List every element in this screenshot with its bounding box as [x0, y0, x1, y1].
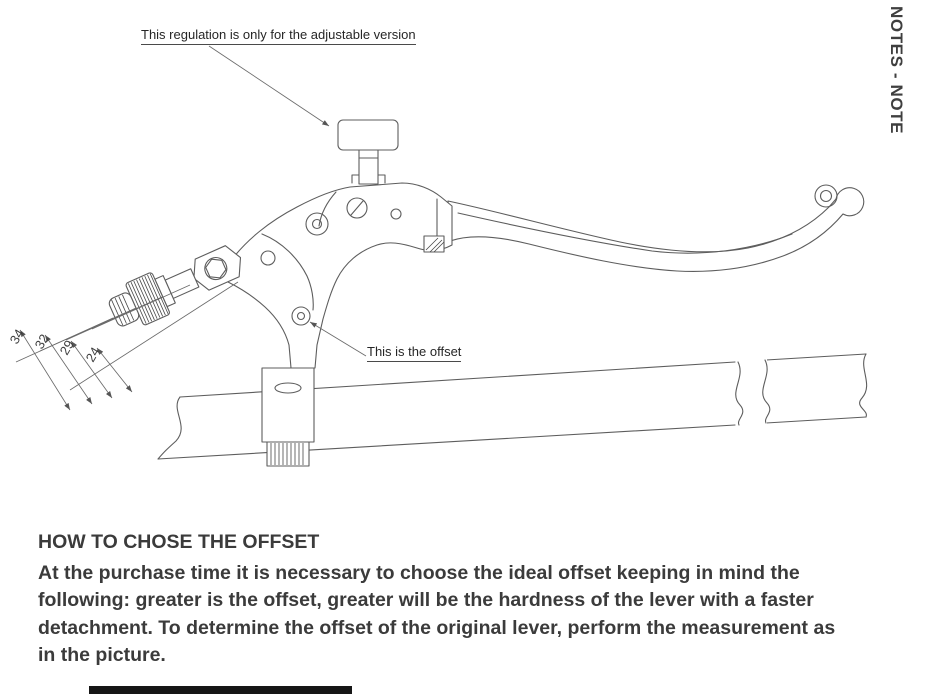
offset-hole-center: [296, 311, 306, 321]
annotation-adjustable-version: This regulation is only for the adjustab…: [141, 27, 416, 45]
offset-hole: [291, 306, 311, 326]
allen-socket-hex: [205, 258, 227, 279]
leader-adjustable: [208, 45, 330, 127]
adjuster-cap: [337, 119, 399, 151]
screw-slot: [350, 200, 364, 216]
allen-socket: [204, 256, 228, 281]
blade-tip-hole: [814, 184, 838, 208]
leader-lines: [208, 45, 367, 357]
dimension-label-24: 24: [83, 344, 103, 364]
leader-offset: [309, 321, 367, 357]
dimension-lines: 34 32 29 24: [7, 281, 239, 411]
hex-nut: [193, 245, 242, 291]
section-heading: HOW TO CHOSE THE OFFSET: [38, 531, 320, 553]
annotation-offset: This is the offset: [367, 344, 462, 362]
body-hole: [260, 250, 276, 266]
adjuster-stem: [358, 147, 379, 185]
section-paragraph: At the purchase time it is necessary to …: [38, 562, 836, 666]
blade-contour-line: [457, 212, 793, 254]
lever-blade: [447, 184, 865, 272]
bar-clamp: [261, 367, 315, 467]
pivot-screw: [305, 212, 329, 236]
bar-break-line: [762, 359, 771, 424]
dimension-label-34: 34: [7, 326, 27, 346]
handlebar: [157, 353, 868, 460]
end-cap-hatch: [111, 294, 135, 326]
side-adjuster: [108, 245, 242, 327]
pivot-screw-center: [311, 218, 323, 230]
clamp-nut: [266, 441, 310, 467]
dimension-label-32: 32: [32, 331, 52, 351]
top-adjuster-knob: [337, 119, 399, 185]
clamp-slot: [274, 382, 302, 394]
lever-diagram: 34 32 29 24: [7, 45, 868, 467]
knurl-hatch: [127, 273, 169, 324]
small-pin: [390, 208, 402, 220]
pivot-clip: [423, 235, 445, 253]
body-inner-edge: [318, 191, 337, 227]
blade-tip-hole-inner: [819, 189, 833, 203]
notes-side-label: NOTES - NOTE: [887, 6, 906, 135]
lever-body: [227, 174, 453, 369]
body-inner-edge: [261, 233, 314, 311]
bar-break-line: [735, 361, 744, 426]
bar-end-break-right: [859, 353, 868, 418]
bar-end-break-left: [157, 396, 182, 460]
instructions-section: HOW TO CHOSE THE OFFSET At the purchase …: [38, 531, 868, 669]
bar-break-gap: [737, 354, 767, 432]
clamp-nut-knurling: [270, 443, 304, 465]
footer-bar: [89, 686, 352, 694]
dimension-label-29: 29: [57, 337, 77, 357]
slotted-screw: [346, 197, 368, 219]
pivot-clip-hatch: [425, 237, 445, 253]
